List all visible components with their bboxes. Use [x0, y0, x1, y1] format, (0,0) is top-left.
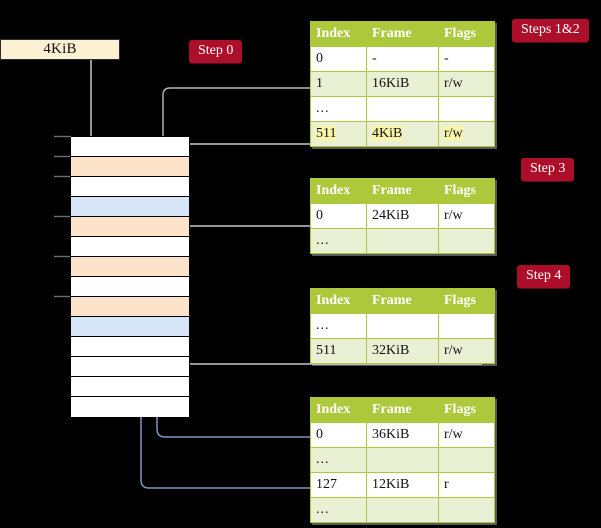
memory-tick-marks	[54, 135, 70, 298]
column-header-index: Index	[310, 21, 367, 47]
column-header-frame: Frame	[366, 397, 439, 423]
table-row[interactable]: ...	[310, 313, 495, 339]
memory-row	[56, 136, 189, 157]
column-header-index: Index	[310, 397, 367, 423]
badge-steps-1-2: Steps 1&2	[512, 19, 589, 42]
column-header-flags: Flags	[438, 397, 495, 423]
cell-frame: 12KiB	[366, 472, 439, 498]
cell-index: ...	[310, 497, 367, 523]
memory-row	[71, 257, 189, 277]
cell-flags: r/w	[438, 422, 495, 448]
cell-index: 1	[310, 71, 367, 97]
cell-flags: r/w	[438, 121, 495, 147]
cell-index: 127	[310, 472, 367, 498]
column-header-flags: Flags	[438, 178, 495, 204]
cell-flags	[438, 96, 495, 122]
cell-flags: r	[438, 472, 495, 498]
cell-index: ...	[310, 447, 367, 473]
table-row[interactable]: ...	[310, 96, 495, 122]
table-row[interactable]: ...	[310, 447, 495, 473]
badge-steps-1-2-label: Steps 1&2	[521, 22, 580, 37]
physical-memory-column	[56, 136, 190, 417]
wire-table4-row0-to-memory	[150, 326, 482, 438]
cell-frame	[366, 96, 439, 122]
cell-index: 0	[310, 203, 367, 229]
memory-row	[71, 277, 189, 297]
badge-step-4: Step 4	[517, 265, 571, 288]
cell-frame	[366, 228, 439, 254]
cell-flags	[438, 497, 495, 523]
column-header-frame: Frame	[366, 21, 439, 47]
column-header-index: Index	[310, 178, 367, 204]
cell-frame	[366, 497, 439, 523]
memory-row	[71, 377, 189, 397]
column-header-frame: Frame	[366, 178, 439, 204]
cell-flags	[438, 447, 495, 473]
cell-frame: 24KiB	[366, 203, 439, 229]
column-header-index: Index	[310, 288, 367, 314]
cell-index: 0	[310, 422, 367, 448]
memory-row	[71, 397, 189, 417]
cell-flags: -	[438, 46, 495, 72]
cell-frame: 36KiB	[366, 422, 439, 448]
memory-row	[71, 237, 189, 257]
badge-step-3-label: Step 3	[530, 161, 566, 176]
table-row[interactable]: ...	[310, 497, 495, 523]
cell-index: ...	[310, 96, 367, 122]
cell-frame	[366, 313, 439, 339]
cell-frame: 16KiB	[366, 71, 439, 97]
column-header-flags: Flags	[438, 21, 495, 47]
cell-flags: r/w	[438, 203, 495, 229]
cell-flags	[438, 313, 495, 339]
cell-index: 511	[310, 338, 367, 364]
memory-row	[71, 337, 189, 357]
cell-index: ...	[310, 313, 367, 339]
cell-flags	[438, 228, 495, 254]
virtual-page-label: 4KiB	[43, 41, 77, 57]
cell-frame: 4KiB	[366, 121, 439, 147]
virtual-page-box: 4KiB	[0, 39, 120, 60]
memory-row	[71, 177, 189, 197]
table-row[interactable]: ...	[310, 228, 495, 254]
badge-step-3: Step 3	[521, 158, 575, 181]
cell-frame: -	[366, 46, 439, 72]
badge-step-4-label: Step 4	[526, 268, 562, 283]
wire-table1-to-memory	[162, 87, 482, 159]
cell-flags: r/w	[438, 71, 495, 97]
table-row[interactable]: 0--	[310, 46, 495, 72]
memory-row	[71, 357, 189, 377]
badge-step-0: Step 0	[189, 40, 243, 63]
cell-flags: r/w	[438, 338, 495, 364]
memory-row	[71, 317, 189, 337]
badge-step-0-label: Step 0	[198, 43, 234, 58]
cell-index: 0	[310, 46, 367, 72]
memory-row	[71, 217, 189, 237]
memory-row	[71, 157, 189, 177]
cell-frame	[366, 447, 439, 473]
wire-table4-row127-to-memory	[134, 208, 482, 489]
column-header-flags: Flags	[438, 288, 495, 314]
cell-frame: 32KiB	[366, 338, 439, 364]
cell-index: 511	[310, 121, 367, 147]
memory-row	[71, 297, 189, 317]
memory-row	[71, 197, 189, 217]
column-header-frame: Frame	[366, 288, 439, 314]
cell-index: ...	[310, 228, 367, 254]
